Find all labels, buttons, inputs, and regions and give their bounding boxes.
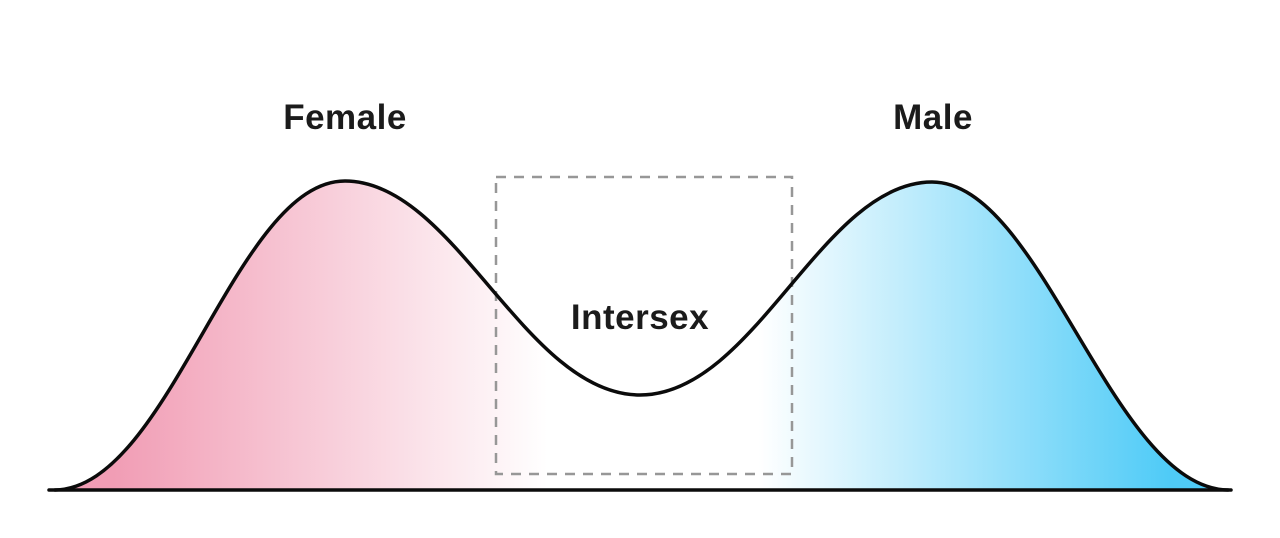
female-label: Female [283, 98, 407, 137]
distribution-fill [55, 181, 1228, 490]
distribution-curve [53, 179, 1230, 492]
male-label: Male [893, 98, 973, 137]
intersex-dashed-box [494, 175, 794, 476]
intersex-label: Intersex [570, 298, 710, 337]
